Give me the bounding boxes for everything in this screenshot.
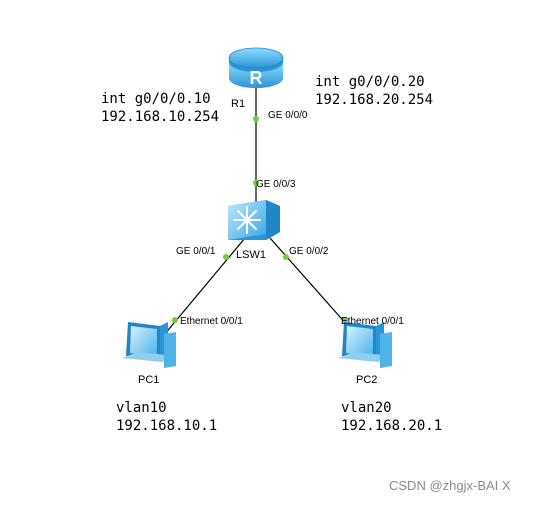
- port-label-lsw1-ge002: GE 0/0/2: [289, 246, 329, 257]
- note-pc2-line2: 192.168.20.1: [341, 418, 442, 434]
- port-dot-lsw1-ge003: [253, 180, 259, 186]
- note-subif10-line1: int g0/0/0.10: [101, 91, 211, 107]
- port-dot-lsw1-ge002: [283, 254, 289, 260]
- port-label-pc1-eth: Ethernet 0/0/1: [180, 316, 243, 327]
- switch-icon[interactable]: [228, 200, 280, 240]
- router-icon[interactable]: R: [228, 47, 284, 88]
- router-label: R1: [231, 98, 245, 110]
- port-dot-pc2-eth: [342, 317, 348, 323]
- link-lsw1-pc2: [269, 237, 357, 336]
- pc1-icon[interactable]: [122, 322, 176, 368]
- note-subif10-line2: 192.168.10.254: [101, 109, 219, 125]
- port-label-lsw1-ge003: GE 0/0/3: [256, 179, 296, 190]
- pc1-label: PC1: [138, 374, 159, 386]
- pc2-label: PC2: [356, 374, 377, 386]
- note-pc2-line1: vlan20: [341, 400, 392, 416]
- port-dot-lsw1-ge001: [223, 254, 229, 260]
- note-subif20-line1: int g0/0/0.20: [315, 74, 425, 90]
- note-subif20-line2: 192.168.20.254: [315, 92, 433, 108]
- switch-label: LSW1: [236, 249, 266, 261]
- port-dot-r1-ge000: [253, 116, 259, 122]
- port-label-pc2-eth: Ethernet 0/0/1: [341, 316, 404, 327]
- note-pc1-line1: vlan10: [116, 400, 167, 416]
- port-label-r1-ge000: GE 0/0/0: [268, 110, 308, 121]
- watermark: CSDN @zhgjx-BAI X: [389, 478, 511, 493]
- svg-text:R: R: [250, 68, 263, 88]
- pc2-icon[interactable]: [338, 322, 392, 368]
- note-pc1-line2: 192.168.10.1: [116, 418, 217, 434]
- port-dot-pc1-eth: [172, 317, 178, 323]
- port-label-lsw1-ge001: GE 0/0/1: [176, 246, 216, 257]
